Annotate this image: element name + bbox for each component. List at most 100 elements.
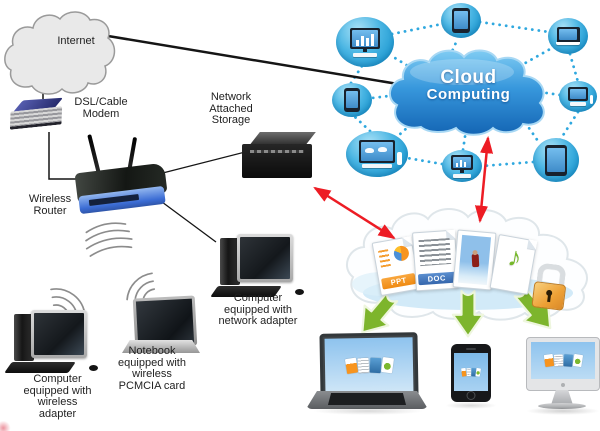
internet-cloud	[4, 11, 116, 95]
red-arrow-nas-cloud	[313, 186, 396, 240]
cloud-device-desktop-mouse	[346, 131, 408, 177]
pc-mouse	[295, 289, 304, 295]
laptop-icon	[555, 27, 580, 45]
monitor-chart-icon	[451, 154, 473, 170]
cloud-device-desktop-chart	[336, 17, 394, 67]
pc-tower	[220, 238, 240, 285]
imac-base	[538, 403, 586, 409]
pc-mouse	[89, 365, 98, 371]
pc-monitor	[31, 310, 87, 358]
notebook-display	[135, 298, 195, 346]
monitor-icon	[359, 140, 395, 163]
cloud-gloss-highlight	[410, 59, 514, 85]
nas-label: Network Attached Storage	[209, 91, 253, 126]
pc-screen	[240, 237, 290, 279]
receiving-smartphone-icon	[445, 344, 497, 409]
mini-doc-icon	[356, 357, 370, 373]
mini-photo-icon	[369, 357, 381, 373]
phone-home-button	[466, 391, 476, 400]
dsl-cable-modem-icon	[9, 97, 66, 134]
mini-ppt-icon	[543, 353, 554, 368]
green-arrow-to-laptop	[361, 291, 399, 334]
pc-monitor	[237, 234, 293, 282]
photo-person	[471, 254, 480, 268]
desktop-wireless-adapter-icon	[4, 308, 98, 374]
imac-stand	[551, 390, 573, 405]
pc-screen	[34, 313, 84, 355]
synced-documents-thumbnails	[325, 337, 414, 393]
cloud-device-desktop-chart-small	[442, 150, 482, 182]
internet-label: Internet	[57, 35, 95, 47]
doc-text-lines	[418, 237, 452, 267]
receiving-laptop-icon	[306, 332, 428, 415]
cloud-computing-title: Cloud Computing	[396, 68, 541, 103]
doc-badge: DOC	[417, 271, 456, 286]
notebook-label: Notebook equipped with wireless PCMCIA c…	[118, 345, 186, 392]
keyboard-icon	[453, 173, 471, 178]
tablet-icon	[452, 8, 470, 33]
cloud-device-smartphone	[332, 83, 372, 117]
ppt-text-lines	[378, 249, 391, 268]
wifi-waves-router-icon	[85, 222, 133, 257]
corner-watermark	[0, 421, 11, 431]
cloud-device-workstation	[559, 81, 597, 112]
red-transfer-arrows	[313, 135, 494, 240]
modem-label: DSL/Cable Modem	[74, 96, 128, 120]
phone-speaker	[466, 348, 476, 350]
cloud-device-laptop	[548, 18, 588, 54]
synced-documents-thumbnails	[461, 362, 481, 383]
desktop-network-adapter-icon	[210, 232, 304, 298]
keyboard-icon	[570, 102, 586, 106]
cloud-device-tablet-large	[533, 138, 579, 182]
tablet-icon	[545, 144, 567, 176]
nas-device-icon	[242, 132, 316, 182]
mini-music-icon	[380, 356, 394, 373]
phone-display	[454, 353, 488, 391]
cloud-computing-title-line2: Computing	[426, 86, 511, 103]
cloud-device-tablet	[441, 3, 481, 38]
keyboard-icon	[353, 52, 377, 57]
pc-keyboard	[4, 362, 76, 373]
padlock-body	[531, 281, 567, 311]
ppt-badge: PPT	[380, 272, 417, 290]
cloud-computing-cloud	[388, 49, 545, 136]
network-cables	[39, 33, 405, 243]
smartphone-icon	[344, 88, 360, 112]
notebook-base	[122, 340, 200, 353]
mini-doc-icon	[553, 354, 563, 367]
synced-documents-thumbnails	[537, 346, 588, 376]
mini-photo-icon	[562, 354, 573, 367]
keyboard-icon	[362, 164, 392, 168]
ppt-pie-chart	[392, 244, 411, 263]
mini-ppt-icon	[344, 357, 358, 374]
notebook-icon	[122, 295, 202, 355]
router-antenna-left	[87, 134, 101, 174]
imac-frame	[526, 337, 600, 391]
monitor-stand	[460, 169, 464, 173]
padlock-keyhole	[545, 289, 553, 297]
mini-music-icon	[572, 353, 583, 368]
mini-music-icon	[475, 367, 481, 377]
music-note-icon: ♪	[505, 241, 525, 274]
pc-tower	[14, 314, 34, 361]
padlock-icon	[531, 262, 568, 311]
cloud-computing-title-line1: Cloud	[440, 67, 497, 88]
router-label: Wireless Router	[28, 193, 72, 217]
imac-chin-logo	[561, 383, 565, 387]
mouse-icon	[397, 152, 402, 165]
computer-wireless-label: Computer equipped with wireless adapter	[23, 373, 92, 420]
red-arrow-cloudcomputing-cloud	[474, 135, 494, 224]
monitor-stand	[363, 48, 367, 52]
photo-image	[457, 234, 492, 286]
green-arrow-to-phone	[451, 289, 485, 338]
laptop-keyboard-base	[306, 391, 428, 409]
receiving-desktop-icon	[526, 337, 600, 419]
laptop-display	[324, 337, 414, 393]
mini-doc-icon	[466, 367, 471, 377]
imac-display	[531, 342, 595, 379]
laptop-screen	[319, 332, 419, 398]
monitor-icon	[568, 87, 588, 101]
tower-icon	[590, 95, 593, 104]
nas-front-face	[242, 144, 312, 178]
